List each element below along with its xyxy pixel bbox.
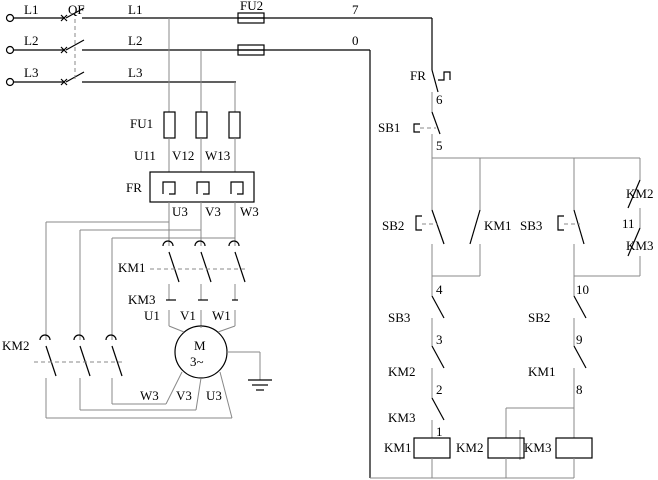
label-sb2-nc: SB2 <box>528 310 550 325</box>
fuse-fu2 <box>237 12 265 56</box>
label-fr-ctrl: FR <box>410 68 426 83</box>
label-u3-m: U3 <box>206 388 222 403</box>
label-n2: 2 <box>436 382 443 397</box>
label-km2-hold: KM2 <box>626 186 653 201</box>
label-qf: QF <box>68 2 85 17</box>
label-sb3: SB3 <box>520 218 542 233</box>
label-l2: L2 <box>24 33 38 48</box>
label-km1-coil: KM1 <box>384 440 411 455</box>
km3-contacts <box>166 284 238 326</box>
label-n3: 3 <box>436 332 443 347</box>
label-km1-main: KM1 <box>118 260 145 275</box>
label-phase: 3~ <box>190 354 204 369</box>
label-w1: W1 <box>212 308 231 323</box>
label-n8: 8 <box>576 382 583 397</box>
label-km3-hold: KM3 <box>626 238 653 253</box>
label-n9: 9 <box>576 332 583 347</box>
label-w3: W3 <box>240 204 259 219</box>
label-motor: M <box>194 338 206 353</box>
label-fr-main: FR <box>126 180 142 195</box>
label-km2-main: KM2 <box>2 338 29 353</box>
control-circuit <box>370 69 641 479</box>
label-l3-b: L3 <box>128 65 142 80</box>
label-l1: L1 <box>24 2 38 17</box>
label-l2-b: L2 <box>128 33 142 48</box>
label-n11: 11 <box>622 216 635 231</box>
label-n0: 0 <box>352 33 359 48</box>
label-km3-main: KM3 <box>128 292 155 307</box>
label-u3: U3 <box>172 204 188 219</box>
label-n5: 5 <box>436 138 443 153</box>
label-n10: 10 <box>576 282 589 297</box>
label-v1: V1 <box>180 308 196 323</box>
label-km2-coil: KM2 <box>456 440 483 455</box>
fuse-fu1 <box>163 111 241 172</box>
label-km1-int: KM1 <box>528 364 555 379</box>
label-l1-b: L1 <box>128 2 142 17</box>
label-km3-int: KM3 <box>388 410 415 425</box>
label-n4: 4 <box>436 282 443 297</box>
label-u1: U1 <box>144 308 160 323</box>
label-u11: U11 <box>134 148 156 163</box>
label-fu2: FU2 <box>240 0 263 13</box>
label-n6: 6 <box>436 92 443 107</box>
label-w13: W13 <box>205 148 230 163</box>
label-v3-m: V3 <box>176 388 192 403</box>
power-taps <box>168 18 236 112</box>
label-n1: 1 <box>436 424 443 439</box>
motor <box>165 325 272 419</box>
km2-contacts <box>34 334 123 377</box>
label-l3: L3 <box>24 65 38 80</box>
reversing-wiring <box>45 221 235 419</box>
thermal-relay-fr <box>149 171 255 246</box>
km1-main-contacts <box>150 240 246 283</box>
label-sb1: SB1 <box>378 120 400 135</box>
label-v3: V3 <box>205 204 221 219</box>
label-v12: V12 <box>172 148 194 163</box>
label-n7: 7 <box>352 2 359 17</box>
label-sb2: SB2 <box>382 218 404 233</box>
label-km2-int: KM2 <box>388 364 415 379</box>
label-fu1: FU1 <box>130 116 153 131</box>
label-km3-coil: KM3 <box>524 440 551 455</box>
label-km1-hold: KM1 <box>484 218 511 233</box>
label-w3-m: W3 <box>140 388 159 403</box>
label-sb3-nc: SB3 <box>388 310 410 325</box>
supply-lines <box>5 7 433 478</box>
